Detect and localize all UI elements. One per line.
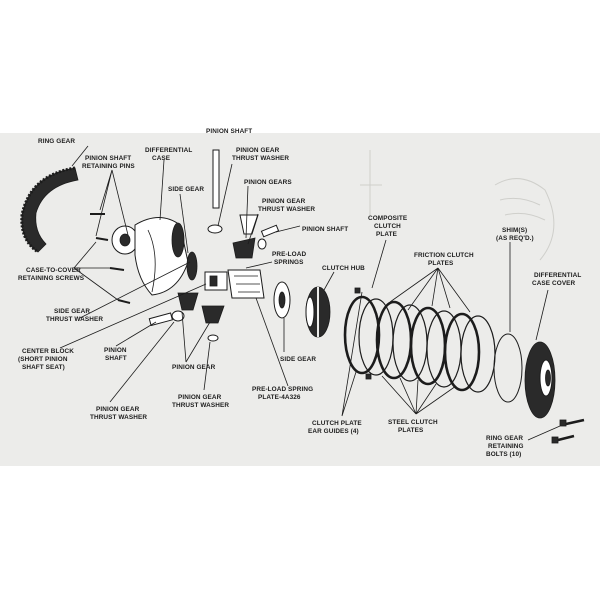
- label-pinion-shaft-low: PINION SHAFT: [104, 347, 129, 362]
- pinion-gears-part: [232, 214, 267, 259]
- label-side-gear-low: SIDE GEAR: [280, 356, 316, 363]
- side-gear-lower-part: [273, 281, 291, 319]
- lower-gears-part: [148, 292, 225, 342]
- background-ghost-art: [360, 150, 555, 261]
- label-pinion-shaft-right: PINION SHAFT: [302, 226, 348, 233]
- label-side-gear-thrust-washer: SIDE GEAR THRUST WASHER: [46, 308, 103, 323]
- leader-lines: [59, 145, 561, 441]
- label-pinion-shaft-top: PINION SHAFT: [206, 128, 252, 135]
- label-pre-load-spring-plate: PRE-LOAD SPRING PLATE-4A326: [252, 386, 315, 401]
- pinion-shaft-right-part: [260, 224, 280, 238]
- center-block-part: [204, 271, 228, 291]
- pinion-shaft-top-part: [212, 149, 220, 209]
- label-friction-clutch-plates: FRICTION CLUTCH PLATES: [414, 252, 476, 267]
- clutch-plates-part: [343, 287, 496, 393]
- label-pinion-gears: PINION GEARS: [244, 179, 292, 186]
- side-gear-upper-part: [186, 251, 198, 281]
- label-pinion-gear-thrust-washer-low2: PINION GEAR THRUST WASHER: [90, 406, 147, 421]
- label-differential-case-cover: DIFFERENTIAL CASE COVER: [532, 272, 583, 287]
- label-clutch-plate-ear-guides: CLUTCH PLATE EAR GUIDES (4): [308, 420, 364, 435]
- label-side-gear-top: SIDE GEAR: [168, 186, 204, 193]
- ring-gear-bolts-part: [551, 418, 585, 444]
- label-center-block: CENTER BLOCK (SHORT PINION SHAFT SEAT): [18, 348, 76, 371]
- label-pre-load-springs: PRE-LOAD SPRINGS: [272, 251, 308, 266]
- label-differential-case: DIFFERENTIAL CASE: [145, 147, 194, 162]
- label-case-to-cover-screws: CASE-TO-COVER RETAINING SCREWS: [18, 267, 85, 282]
- shim-part: [493, 333, 523, 403]
- label-clutch-hub: CLUTCH HUB: [322, 265, 365, 272]
- label-steel-clutch-plates: STEEL CLUTCH PLATES: [388, 419, 440, 434]
- label-pinion-gear-thrust-washer-low: PINION GEAR THRUST WASHER: [172, 394, 229, 409]
- label-pinion-shaft-retaining-pins: PINION SHAFT RETAINING PINS: [82, 155, 135, 170]
- clutch-hub-part: [305, 286, 331, 338]
- part-labels: RING GEAR PINION SHAFT PINION SHAFT RETA…: [18, 128, 583, 458]
- label-shims: SHIM(S) (AS REQ'D.): [496, 227, 534, 242]
- pinion-washer-top-part: [207, 224, 223, 234]
- differential-case-part: [111, 217, 189, 296]
- diagram-paper: [0, 133, 600, 466]
- differential-case-cover-part: [524, 341, 556, 419]
- label-ring-gear-retaining-bolts: RING GEAR RETAINING BOLTS (10): [486, 435, 525, 458]
- label-composite-clutch-plate: COMPOSITE CLUTCH PLATE: [368, 215, 409, 238]
- label-pinion-gear-thrust-washer-top: PINION GEAR THRUST WASHER: [232, 147, 289, 162]
- ring-gear-part: [20, 166, 79, 254]
- label-pinion-gear-thrust-washer-mid: PINION GEAR THRUST WASHER: [258, 198, 315, 213]
- label-ring-gear: RING GEAR: [38, 138, 75, 145]
- retaining-pins-part: [90, 213, 131, 304]
- pre-load-spring-plate-part: [227, 269, 265, 299]
- label-pinion-gear-low: PINION GEAR: [172, 364, 216, 371]
